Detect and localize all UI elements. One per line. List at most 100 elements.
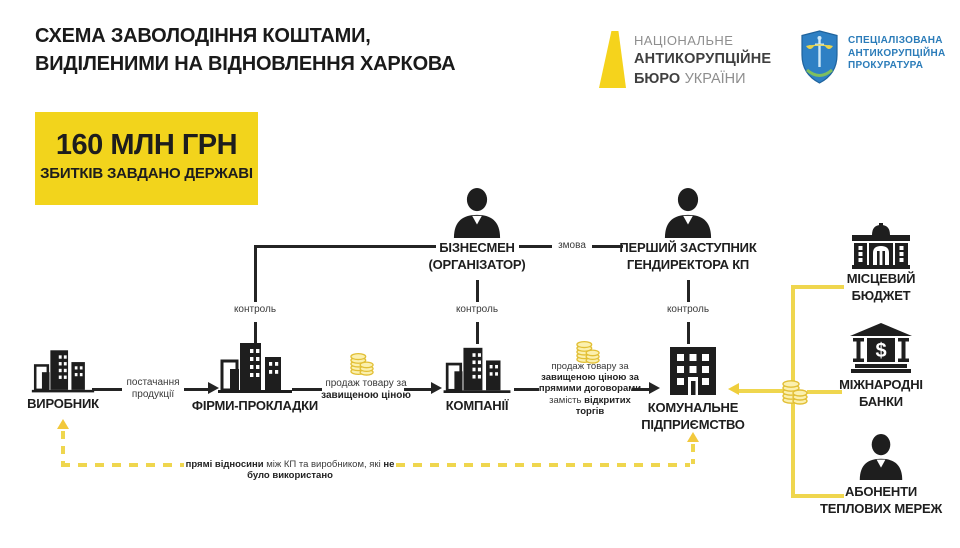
supply-label: постачання продукції	[118, 377, 188, 401]
direct-relations-bold-1: прямі відносини	[185, 459, 264, 470]
control-line-utility-bottom	[687, 322, 690, 344]
sale1-arrowhead-icon	[431, 382, 442, 394]
intl-banks-line-1: МІЖНАРОДНІ	[839, 377, 923, 392]
sale1-label: продаж товару за завищеною ціною	[306, 378, 426, 402]
nabu-line-3-light: УКРАЇНИ	[684, 71, 746, 87]
sale2-label: продаж товару за завищеною ціною за прям…	[520, 361, 660, 417]
supply-line-2: продукції	[131, 388, 175, 400]
sap-logo-text: СПЕЦІАЛІЗОВАНА АНТИКОРУПЦІЙНА ПРОКУРАТУР…	[848, 35, 945, 73]
sale2-line-2: завищеною ціною за	[541, 372, 639, 384]
sale1-line-1: продаж товару за	[325, 378, 407, 389]
direct-relations-label: прямі відносини між КП та виробником, як…	[184, 459, 396, 481]
node-shell-firms-label: ФІРМИ-ПРОКЛАДКИ	[191, 398, 319, 413]
nabu-logo-icon	[599, 31, 626, 88]
damage-caption: ЗБИТКІВ ЗАВДАНО ДЕРЖАВІ	[40, 165, 253, 182]
node-utility-label: КОМУНАЛЬНЕ ПІДПРИЄМСТВО	[623, 400, 763, 433]
nabu-line-1: НАЦІОНАЛЬНЕ	[634, 33, 734, 48]
producer-buildings-icon	[31, 350, 95, 393]
sale2-line-4-regular: замість	[549, 394, 582, 406]
title-line-1: СХЕМА ЗАВОЛОДІННЯ КОШТАМИ,	[35, 25, 371, 47]
heat-subscribers-line-1: АБОНЕНТИ	[845, 484, 917, 499]
control-line-companies-top	[476, 280, 479, 302]
control-label-companies: контроль	[455, 304, 499, 315]
nabu-line-2: АНТИКОРУПЦІЙНЕ	[634, 51, 772, 67]
control-label-shell: контроль	[233, 304, 277, 315]
funding-arrowhead-icon	[728, 383, 739, 395]
sap-line-3: ПРОКУРАТУРА	[848, 60, 924, 71]
nabu-logo-text: НАЦІОНАЛЬНЕ АНТИКОРУПЦІЙНЕ БЮРО УКРАЇНИ	[634, 31, 771, 89]
conspiracy-line-left	[519, 245, 552, 248]
conspiracy-line-right	[592, 245, 623, 248]
control-label-utility: контроль	[666, 304, 710, 315]
sale2-arrowhead-icon	[649, 382, 660, 394]
supply-arrow-line	[184, 388, 208, 391]
deputy-line-2: ГЕНДИРЕКТОРА КП	[626, 256, 750, 272]
control-line-companies-bottom	[476, 322, 479, 344]
businessman-line-1: БІЗНЕСМЕН	[439, 240, 515, 255]
sale1-arrow-line	[404, 388, 432, 391]
sap-line-1: СПЕЦІАЛІЗОВАНА	[848, 35, 943, 46]
heat-subscribers-person-icon	[859, 434, 903, 480]
sale2-line-5: торгів	[575, 405, 605, 417]
node-businessman-label: БІЗНЕСМЕН (ОРГАНІЗАТОР)	[407, 240, 547, 273]
local-budget-line-2: БЮДЖЕТ	[851, 287, 911, 303]
control-line-shell-bottom	[254, 322, 257, 344]
control-line-horizontal	[255, 245, 436, 248]
supply-arrowhead-icon	[208, 382, 219, 394]
sale1-line-left	[292, 388, 322, 391]
sale2-line-1: продаж товару за	[551, 361, 629, 372]
node-deputy-label: ПЕРШИЙ ЗАСТУПНИК ГЕНДИРЕКТОРА КП	[618, 240, 758, 273]
sap-emblem-icon	[801, 30, 838, 84]
direct-relations-regular: між КП та виробником, які	[266, 459, 381, 470]
sale1-line-2: завищеною ціною	[321, 389, 411, 401]
sale2-arrow-line	[632, 388, 650, 391]
local-budget-building-icon	[852, 223, 910, 269]
funding-bracket-top	[791, 285, 844, 289]
direct-relations-stem-producer	[61, 431, 65, 464]
direct-relations-bold-2: не було використано	[247, 459, 395, 482]
sale2-line-3: прямими договорами	[538, 383, 642, 395]
node-local-budget-label: МІСЦЕВИЙ БЮДЖЕТ	[806, 271, 956, 304]
deputy-icon	[664, 188, 712, 238]
funding-arrow-line	[739, 389, 795, 393]
nabu-line-3-bold: БЮРО	[634, 71, 681, 87]
businessman-line-2: (ОРГАНІЗАТОР)	[428, 256, 526, 272]
conspiracy-label: змова	[558, 240, 586, 251]
node-heat-subscribers-label: АБОНЕНТИ ТЕПЛОВИХ МЕРЕЖ	[806, 484, 956, 517]
utility-building-icon	[670, 347, 716, 395]
sap-line-2: АНТИКОРУПЦІЙНА	[848, 47, 946, 59]
coins-icon-sale2	[576, 341, 600, 364]
direct-relations-dash-right	[396, 463, 690, 467]
control-line-shell-top	[254, 245, 257, 302]
coins-icon-sale1	[350, 353, 374, 376]
deputy-line-1: ПЕРШИЙ ЗАСТУПНИК	[619, 240, 757, 255]
page-title: СХЕМА ЗАВОЛОДІННЯ КОШТАМИ, ВИДІЛЕНИМИ НА…	[35, 22, 456, 79]
direct-relations-arrowhead-producer-icon	[57, 419, 69, 429]
direct-relations-stem-utility	[691, 444, 695, 464]
utility-line-1: КОМУНАЛЬНЕ	[647, 400, 739, 415]
heat-subscribers-line-2: ТЕПЛОВИХ МЕРЕЖ	[820, 500, 942, 516]
title-line-2: ВИДІЛЕНИМИ НА ВІДНОВЛЕННЯ ХАРКОВА	[35, 53, 456, 76]
sale2-line-left	[514, 388, 539, 391]
utility-line-2: ПІДПРИЄМСТВО	[641, 416, 745, 432]
supply-line-1: постачання	[126, 377, 180, 388]
node-intl-banks-label: МІЖНАРОДНІ БАНКИ	[806, 377, 956, 410]
direct-relations-dash-left	[61, 463, 184, 467]
sale2-line-4-bold: відкритих	[584, 394, 631, 406]
control-line-utility-top	[687, 280, 690, 302]
companies-buildings-icon	[443, 347, 511, 393]
supply-line-left	[92, 388, 122, 391]
damage-amount: 160 МЛН ГРН	[55, 129, 238, 161]
svg-text:$: $	[875, 340, 886, 362]
local-budget-line-1: МІСЦЕВИЙ	[846, 271, 916, 286]
coins-icon-funding	[782, 380, 808, 405]
node-producer-label: ВИРОБНИК	[27, 396, 99, 411]
intl-banks-line-2: БАНКИ	[859, 393, 903, 409]
funding-bracket-middle	[807, 390, 842, 394]
node-companies-label: КОМПАНІЇ	[445, 398, 509, 413]
funding-bracket-bottom	[791, 494, 844, 498]
intl-banks-building-icon: $	[850, 323, 912, 373]
businessman-icon	[453, 188, 501, 238]
direct-relations-arrowhead-utility-icon	[687, 432, 699, 442]
